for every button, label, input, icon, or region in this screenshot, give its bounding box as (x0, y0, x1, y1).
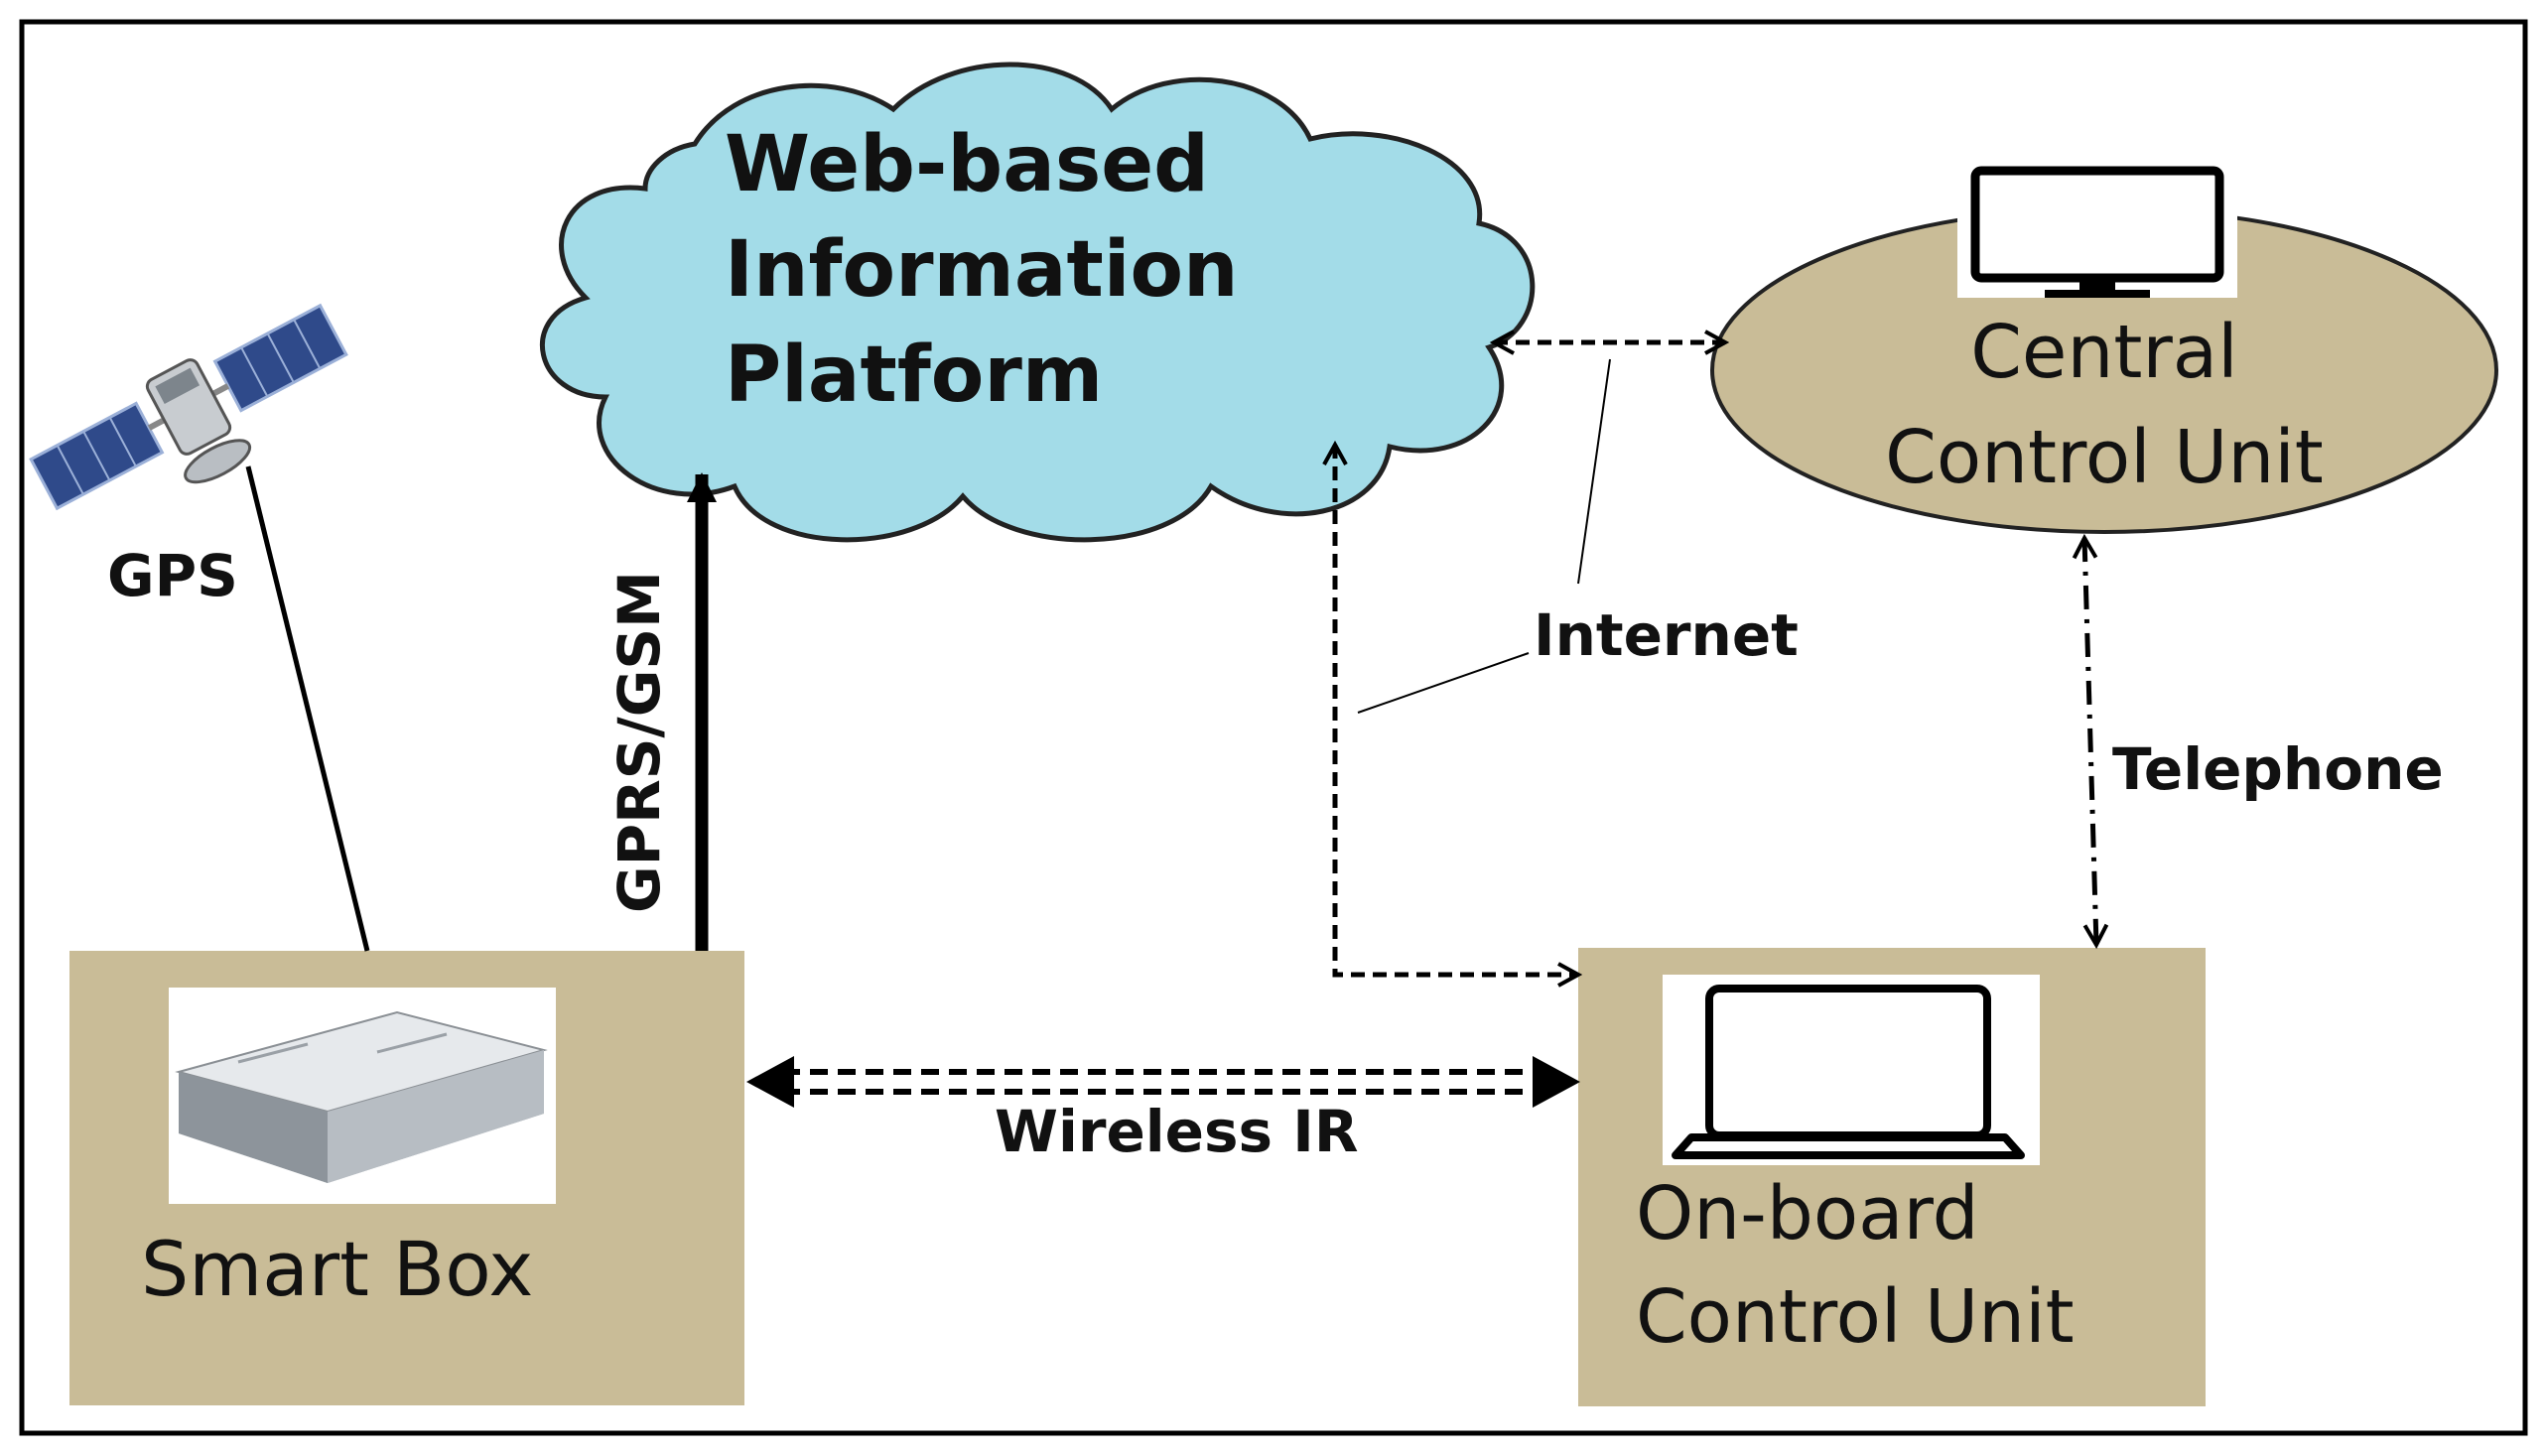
onboard-label-line1: On-board (1636, 1171, 1979, 1257)
telephone-label: Telephone (2112, 735, 2444, 803)
outer-frame (19, 19, 2528, 1436)
central-label-line2: Control Unit (1885, 415, 2324, 500)
wireless-ir-link (746, 1056, 1580, 1108)
satellite-icon (29, 303, 348, 511)
web-platform-cloud: Web-based Information Platform (539, 62, 1536, 543)
central-control-unit: Central Control Unit (1710, 159, 2498, 534)
smart-box: Smart Box (69, 951, 744, 1405)
cloud-onboard-link (1335, 445, 1578, 975)
gps-label: GPS (107, 542, 238, 609)
central-label-line1: Central (1970, 310, 2237, 395)
onboard-label-line2: Control Unit (1636, 1274, 2075, 1360)
telephone-link (2084, 538, 2096, 945)
gprs-gsm-label: GPRS/GSM (605, 571, 673, 913)
device-box-icon (175, 1010, 548, 1183)
cloud-title-line2: Information (725, 225, 1239, 315)
internet-callout-upper (1577, 358, 1611, 585)
laptop-icon (1672, 985, 2025, 1159)
monitor-icon (1970, 166, 2224, 298)
cloud-title-line3: Platform (725, 331, 1103, 420)
cloud-title-line1: Web-based (725, 120, 1209, 209)
onboard-control-unit: On-board Control Unit (1578, 948, 2206, 1406)
internet-label: Internet (1534, 601, 1799, 669)
smart-box-label: Smart Box (141, 1225, 533, 1313)
wireless-ir-label: Wireless IR (995, 1098, 1359, 1165)
internet-callout-lower (1357, 652, 1530, 714)
gps-link (245, 465, 370, 952)
